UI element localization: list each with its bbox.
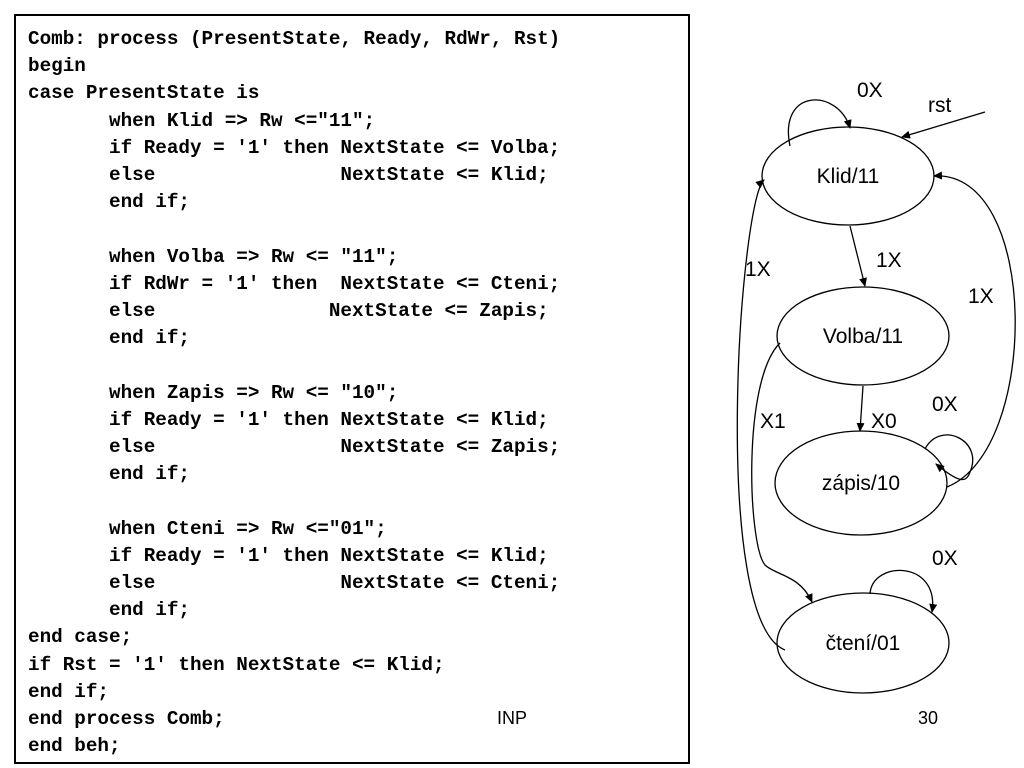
- code-line: when Klid => Rw <="11";: [28, 109, 376, 132]
- edge-klid-to-volba: [849, 225, 867, 287]
- code-line: end if;: [28, 599, 190, 622]
- edge-label-klid-self: 0X: [857, 79, 883, 102]
- edge-label-cteni-to-klid: 1X: [745, 258, 771, 281]
- code-panel: Comb: process (PresentState, Ready, RdWr…: [14, 14, 690, 764]
- code-line: else NextState <= Zapis;: [28, 436, 561, 458]
- code-line: if Ready = '1' then NextState <= Klid;: [28, 544, 549, 567]
- edge-cteni-to-klid: [736, 179, 786, 651]
- code-line: begin: [28, 55, 86, 78]
- edge-zapis-self: [924, 434, 974, 481]
- code-line: end if;: [28, 680, 109, 703]
- code-line: if Ready = '1' then NextState <= Volba;: [28, 136, 561, 159]
- edge-cteni-self: [869, 569, 938, 613]
- edge-rst: [901, 111, 986, 139]
- code-line: end if;: [28, 191, 190, 214]
- edge-label-cteni-self: 0X: [932, 547, 958, 570]
- edge-zapis-to-klid: [933, 171, 1016, 488]
- code-line: if Rst = '1' then NextState <= Klid;: [28, 653, 445, 676]
- state-klid-label: Klid/11: [817, 165, 880, 188]
- code-line: end if;: [28, 327, 190, 350]
- code-line: if RdWr = '1' then NextState <= Cteni;: [28, 272, 561, 295]
- code-line: else NextState <= Zapis;: [28, 300, 549, 322]
- edge-volba-to-zapis: [856, 385, 865, 432]
- code-line: if Ready = '1' then NextState <= Klid;: [28, 408, 549, 431]
- edge-label-klid-to-volba: 1X: [876, 249, 902, 272]
- state-klid: Klid/11: [761, 126, 935, 226]
- state-zapis-label: zápis/10: [822, 472, 900, 495]
- code-line: when Volba => Rw <= "11";: [28, 245, 399, 268]
- code-line: case PresentState is: [28, 82, 260, 105]
- edge-klid-self: [787, 99, 852, 147]
- edge-volba-to-cteni: [751, 342, 813, 603]
- edge-label-volba-to-cteni: X1: [760, 410, 786, 433]
- edge-label-rst: rst: [928, 94, 951, 117]
- code-line: end beh;: [28, 735, 121, 758]
- course-label: INP: [497, 708, 528, 728]
- state-cteni: čtení/01: [776, 592, 950, 694]
- code-line: end process Comb;: [28, 708, 225, 730]
- page-number: 30: [918, 708, 939, 728]
- edge-label-zapis-self: 0X: [932, 393, 958, 416]
- code-line: when Zapis => Rw <= "10";: [28, 381, 399, 404]
- edge-label-volba-to-zapis: X0: [871, 410, 897, 433]
- state-cteni-label: čtení/01: [826, 632, 901, 655]
- code-line: else NextState <= Cteni;: [28, 572, 561, 594]
- code-line: Comb: process (PresentState, Ready, RdWr…: [28, 28, 561, 50]
- code-line: end case;: [28, 626, 133, 649]
- edge-label-zapis-to-klid: 1X: [968, 285, 994, 308]
- state-volba-label: Volba/11: [823, 325, 903, 348]
- code-line: else NextState <= Klid;: [28, 164, 549, 186]
- state-zapis: zápis/10: [774, 430, 948, 536]
- state-volba: Volba/11: [776, 286, 950, 386]
- code-line: when Cteni => Rw <="01";: [28, 517, 387, 540]
- code-line: end if;: [28, 463, 190, 486]
